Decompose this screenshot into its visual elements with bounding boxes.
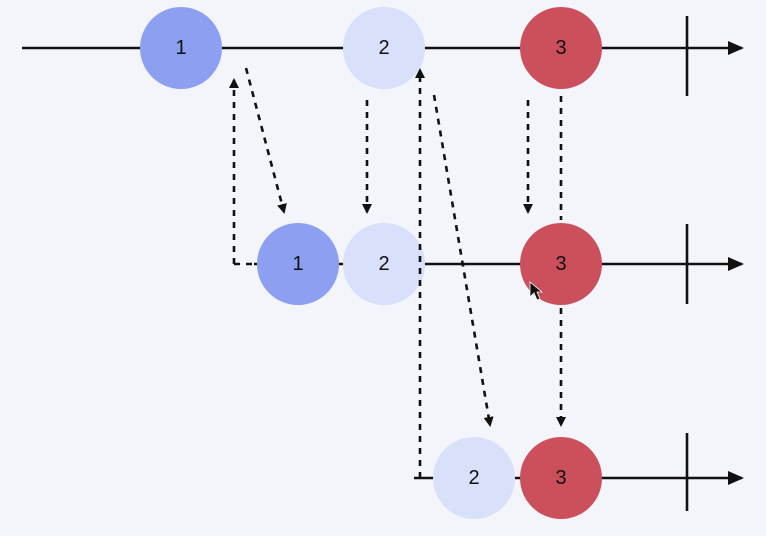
dashed-link-row1-node1-to-row2-node1 — [244, 67, 287, 214]
row-2: 1 2 3 — [234, 223, 744, 305]
row-2-node-1-circle — [257, 223, 339, 305]
row-1-node-2: 2 — [343, 7, 425, 89]
row-2-node-2-label: 2 — [378, 253, 389, 275]
row-2-node-2-circle — [343, 223, 425, 305]
row-2-node-1-label: 1 — [292, 253, 303, 275]
mouse-cursor-icon — [529, 281, 544, 301]
row-3-node-3-label: 3 — [555, 467, 566, 489]
row-2-node-2: 2 — [343, 223, 425, 305]
row-1: 1 2 3 — [22, 7, 744, 96]
dashed-link-row1-node2-to-row3-node2 — [432, 94, 494, 427]
row-1-node-3: 3 — [520, 7, 602, 89]
row-1-node-2-circle — [343, 7, 425, 89]
row-1-node-1-label: 1 — [175, 37, 186, 59]
row-1-node-3-label: 3 — [555, 37, 566, 59]
row-2-node-1: 1 — [257, 223, 339, 305]
row-1-node-3-circle — [520, 7, 602, 89]
row-3: 2 3 — [414, 433, 744, 519]
row-3-node-2: 2 — [433, 437, 515, 519]
dashed-connectors — [229, 67, 566, 478]
row-3-node-3: 3 — [520, 437, 602, 519]
row-2-node-3-label: 3 — [555, 253, 566, 275]
row-3-node-2-label: 2 — [468, 467, 479, 489]
row-1-node-1-circle — [140, 7, 222, 89]
row-1-node-2-label: 2 — [378, 37, 389, 59]
row-1-node-1: 1 — [140, 7, 222, 89]
row-3-node-3-circle — [520, 437, 602, 519]
row-2-node-3-circle — [520, 223, 602, 305]
row-3-node-2-circle — [433, 437, 515, 519]
row-2-node-3: 3 — [520, 223, 602, 305]
